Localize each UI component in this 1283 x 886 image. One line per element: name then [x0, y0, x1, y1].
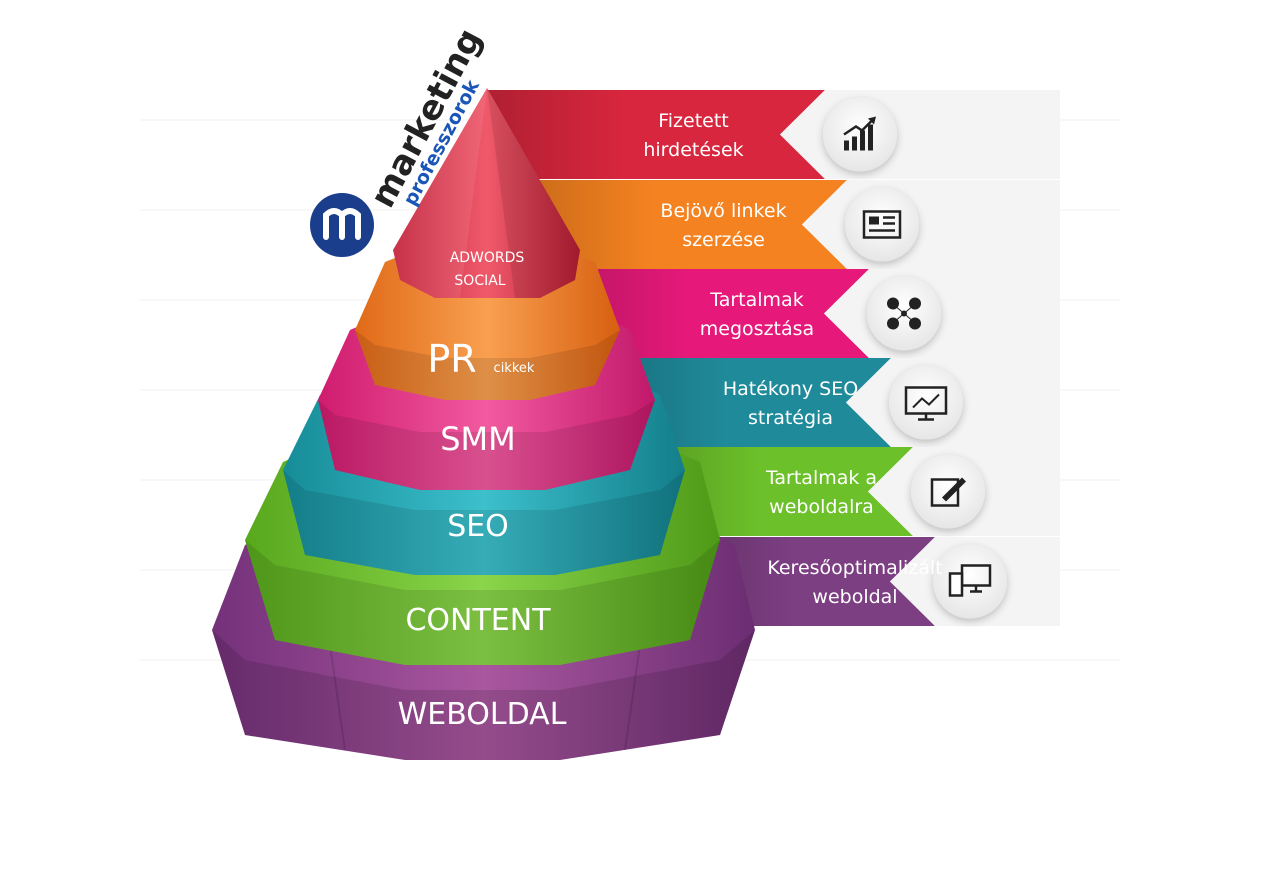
bar-chart-growth-icon [843, 116, 876, 151]
band-2: Bejövő linkek szerzése [525, 180, 1060, 269]
pyramid: ADWORDS SOCIAL PR cikkek SMM SEO CONTENT… [212, 88, 755, 760]
band-label-line1: Tartalmak [709, 289, 803, 311]
pyramid-smm-label: SMM [440, 420, 516, 458]
band-label-line2: stratégia [748, 407, 833, 429]
pyramid-tier-top [393, 88, 580, 298]
category-bands: Fizetett hirdetések Bejövő linkek szerzése [487, 90, 1060, 626]
pyramid-top-line2: SOCIAL [454, 273, 505, 289]
edit-pen-icon [930, 477, 966, 507]
pyramid-pr-sublabel: cikkek [494, 361, 535, 376]
band-5: Tartalmak a weboldalra [655, 447, 1060, 536]
band-icon-circle [933, 544, 1007, 619]
band-icon-circle [845, 187, 919, 262]
band-label-line2: szerzése [682, 229, 765, 251]
band-label-line2: megosztása [700, 318, 814, 340]
band-label-line1: Hatékony SEO [723, 378, 858, 400]
band-icon-panel [824, 269, 1060, 358]
pyramid-weboldal-label: WEBOLDAL [398, 697, 567, 732]
devices-icon [948, 564, 992, 597]
monitor-analytics-icon [904, 386, 948, 421]
social-network-icon [887, 297, 921, 330]
band-label-line1: Fizetett [658, 110, 729, 132]
band-icon-panel [780, 90, 1060, 179]
band-6: Keresőoptimalizált weboldal [700, 537, 1060, 626]
band-1: Fizetett hirdetések [487, 90, 1060, 179]
pyramid-seo-label: SEO [447, 509, 509, 544]
band-3: Tartalmak megosztása [570, 269, 1060, 358]
band-label-line1: Bejövő linkek [660, 200, 786, 222]
band-label-line2: hirdetések [643, 139, 743, 161]
band-4: Hatékony SEO stratégia [615, 358, 1060, 447]
band-label-line2: weboldal [812, 586, 897, 608]
band-label-line1: Tartalmak a [765, 467, 877, 489]
band-icon-panel [802, 180, 1060, 269]
newspaper-icon [862, 210, 902, 239]
pyramid-content-label: CONTENT [405, 603, 551, 638]
pyramid-top-line1: ADWORDS [450, 250, 525, 266]
band-label-line1: Keresőoptimalizált [767, 557, 942, 579]
pyramid-pr-label: PR [427, 337, 476, 381]
band-label-line2: weboldalra [769, 496, 874, 518]
